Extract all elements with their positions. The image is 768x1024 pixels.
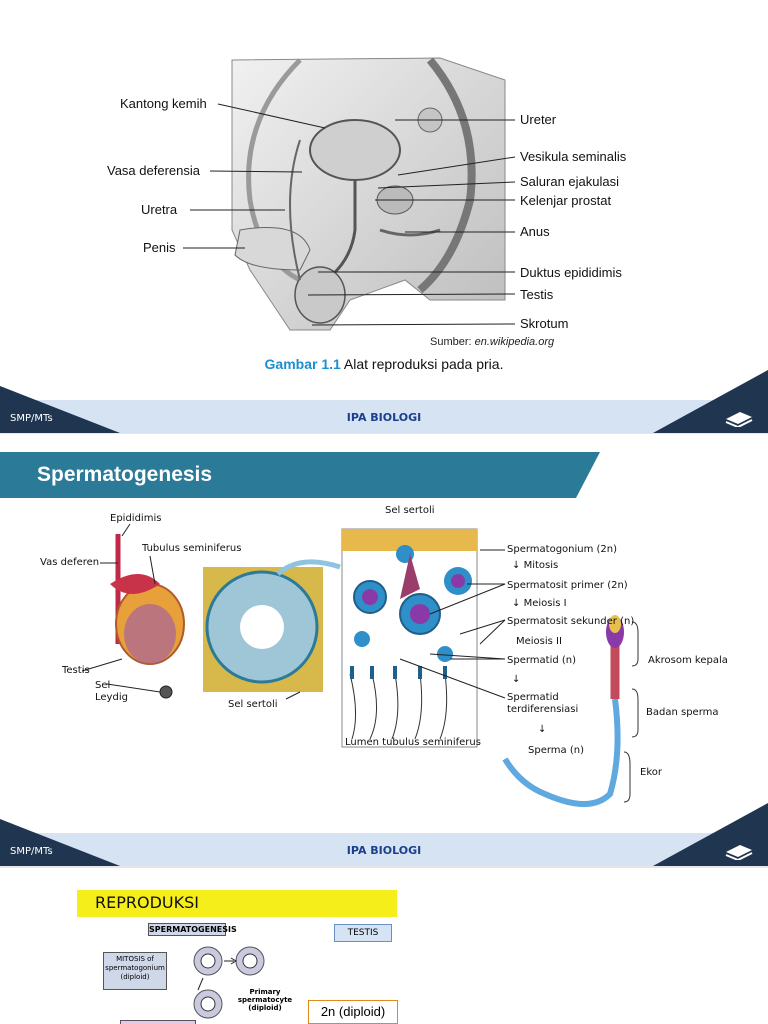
reproduksi-title: REPRODUKSI (95, 893, 199, 912)
label-badan-sperma: Badan sperma (646, 707, 719, 718)
footer-level: SMP/MTs (10, 846, 53, 857)
book-logo-icon (725, 845, 753, 860)
book-logo-icon (725, 412, 753, 427)
label-testis: Testis (520, 287, 554, 302)
stage-spermatosit-sekunder: Spermatosit sekunder (n) (507, 616, 635, 627)
slide-title: Spermatogenesis (37, 463, 213, 486)
label-tubulus-seminiferus: Tubulus seminiferus (142, 543, 242, 554)
label-lumen: Lumen tubulus seminiferus (345, 737, 481, 748)
stage-sperma: Sperma (n) (528, 745, 584, 756)
label-leydig: Leydig (95, 692, 128, 703)
label-saluran-ejakulasi: Saluran ejakulasi (520, 174, 620, 189)
label-kantong-kemih: Kantong kemih (120, 96, 207, 111)
caption-number: Gambar 1.1 (264, 356, 341, 372)
footer-subject: IPA BIOLOGI (346, 844, 422, 857)
slide-reproductive-anatomy: Kantong kemih Vasa deferensia Uretra Pen… (0, 0, 768, 433)
label-sel: Sel (95, 680, 111, 691)
slide-footer: SMP/MTs IPA BIOLOGI (0, 370, 768, 433)
reproduksi-header: REPRODUKSI (77, 890, 397, 917)
label-testis: Testis (62, 665, 90, 676)
label-ureter: Ureter (520, 112, 557, 127)
slide-spermatogenesis: Spermatogenesis (0, 434, 768, 866)
stage-meiosis-1: ↓ Meiosis I (512, 598, 567, 609)
label-duktus-epididimis: Duktus epididimis (520, 265, 622, 280)
label-epididimis: Epididimis (110, 513, 162, 524)
stage-spermatid-2: Spermatid (507, 692, 559, 703)
spermatogenesis-illustration (81, 523, 639, 807)
label-kelenjar-prostat: Kelenjar prostat (520, 193, 612, 208)
cell-diagram (193, 946, 265, 1019)
stage-spermatogonium: Spermatogonium (2n) (507, 544, 618, 555)
slide-footer: SMP/MTs IPA BIOLOGI (0, 803, 768, 866)
label-penis: Penis (143, 240, 176, 255)
stage-spermatid: Spermatid (n) (507, 655, 577, 666)
arrow-down-icon: ↓ (538, 724, 547, 735)
label-sel-sertoli-left: Sel sertoli (228, 699, 278, 710)
male-reproductive-illustration (183, 57, 516, 331)
label-anus: Anus (520, 224, 550, 239)
label-sel-sertoli-top: Sel sertoli (385, 505, 435, 516)
testis-box: TESTIS (334, 924, 392, 942)
image-source: Sumber: en.wikipedia.org (430, 336, 555, 348)
partial-box (120, 1020, 196, 1024)
figure-caption: Gambar 1.1 Alat reproduksi pada pria. (0, 356, 768, 372)
label-vas-deferen: Vas deferen (40, 557, 100, 568)
caption-text: Alat reproduksi pada pria. (343, 356, 504, 372)
label-skrotum: Skrotum (520, 316, 569, 331)
spermatogenesis-box: SPERMATOGENESIS (148, 923, 237, 936)
label-akrosom-kepala: Akrosom kepala (648, 655, 728, 666)
stage-mitosis: ↓ Mitosis (512, 560, 559, 571)
label-ekor: Ekor (640, 767, 662, 778)
stage-terdiferensiasi: terdiferensiasi (507, 704, 579, 715)
slide-reproduksi: REPRODUKSI SPERMATOGENESIS TESTIS MITOSI… (0, 868, 768, 1024)
footer-level: SMP/MTs (10, 413, 53, 424)
label-uretra: Uretra (141, 202, 178, 217)
stage-spermatosit-primer: Spermatosit primer (2n) (507, 580, 628, 591)
stage-meiosis-2: Meiosis II (516, 636, 562, 647)
label-vasa-deferensia: Vasa deferensia (107, 163, 200, 178)
diploid-box: 2n (diploid) (308, 1000, 398, 1024)
arrow-down-icon: ↓ (512, 674, 521, 685)
footer-subject: IPA BIOLOGI (346, 411, 422, 424)
label-vesikula-seminalis: Vesikula seminalis (520, 149, 627, 164)
slide-title-bar: Spermatogenesis (0, 452, 600, 498)
